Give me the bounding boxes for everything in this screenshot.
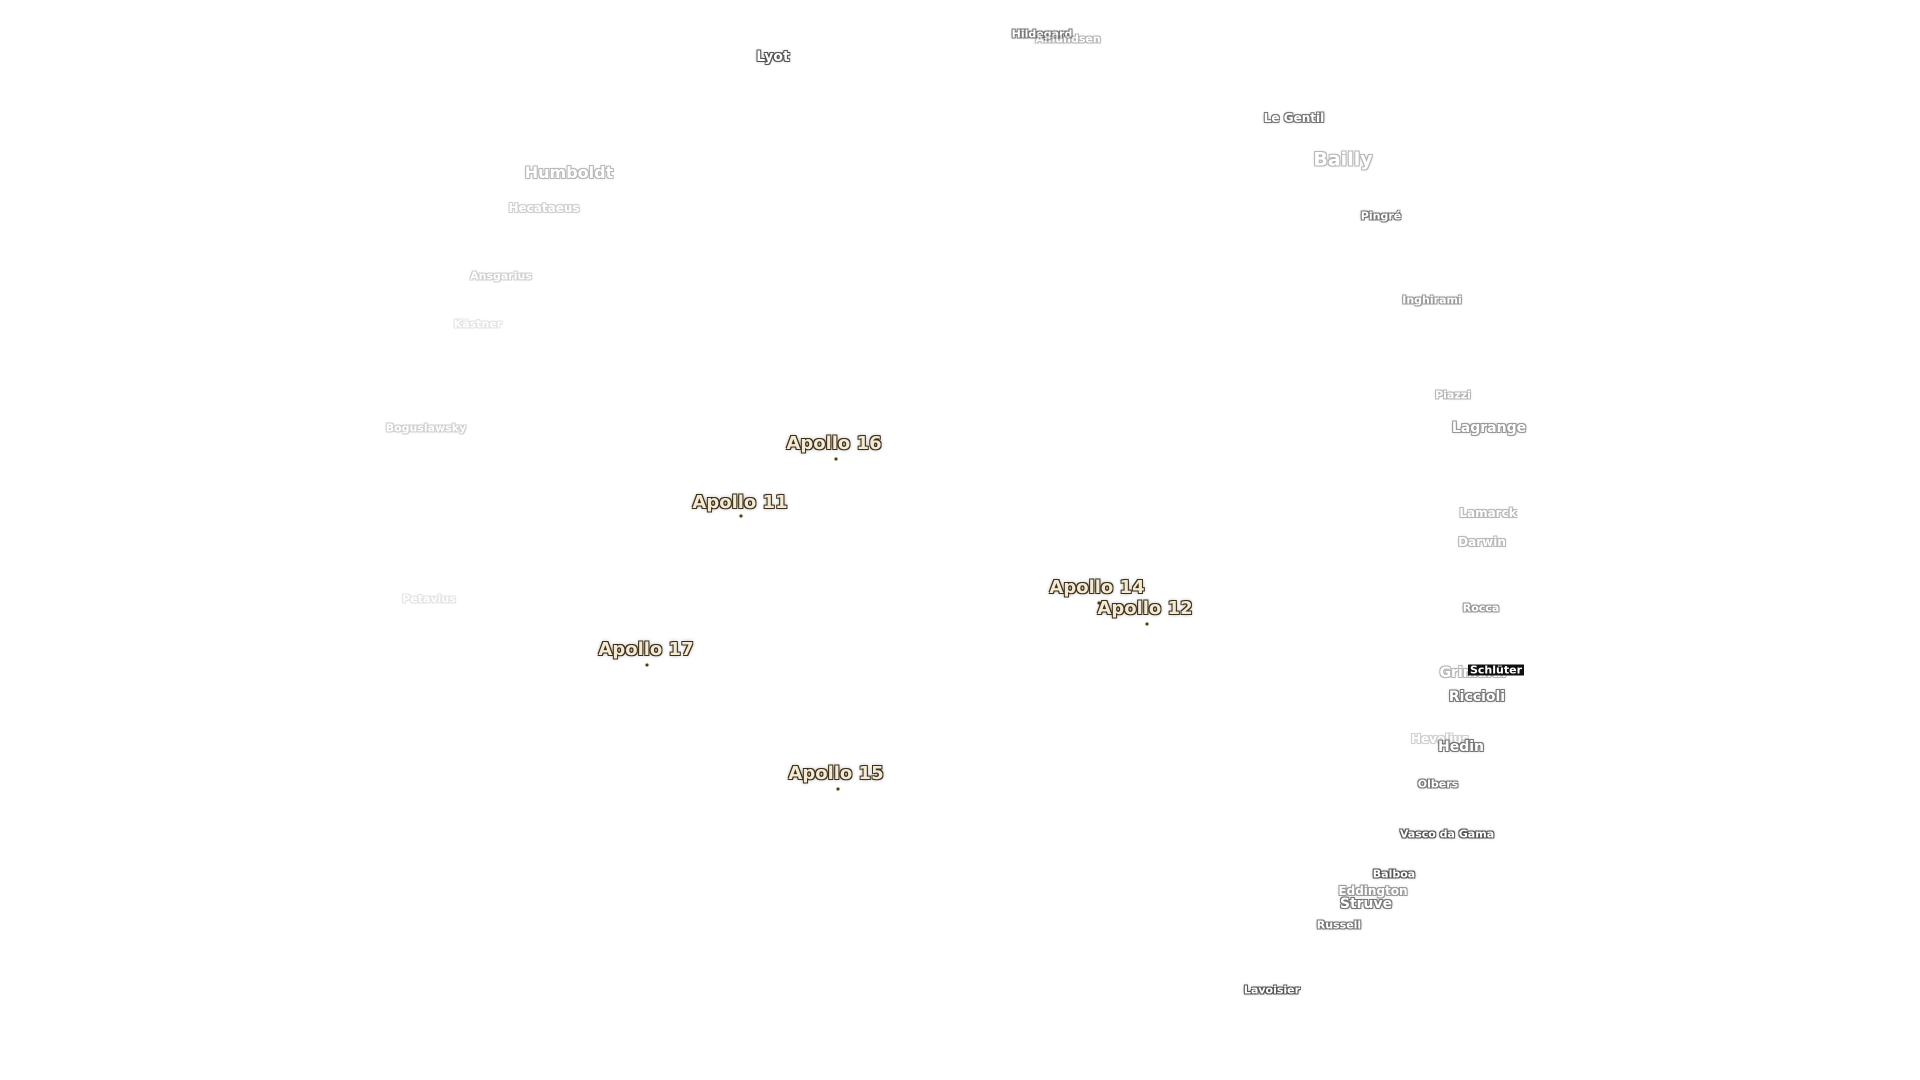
crater-label-russell[interactable]: Russell <box>1316 918 1362 932</box>
apollo-site-marker-14[interactable] <box>1096 600 1102 606</box>
apollo-site-marker-12[interactable] <box>1144 621 1150 627</box>
crater-label-vasco-da-gama[interactable]: Vasco da Gama <box>1399 827 1495 841</box>
apollo-site-marker-16[interactable] <box>833 456 839 462</box>
crater-label-ansgarius[interactable]: Ansgarius <box>470 269 532 283</box>
crater-label-amundsen[interactable]: Amundsen <box>1035 32 1101 46</box>
crater-label-balboa[interactable]: Balboa <box>1372 867 1416 881</box>
crater-label-lyot[interactable]: Lyot <box>756 49 790 65</box>
crater-label-hedin[interactable]: Hedin <box>1438 739 1484 755</box>
apollo-site-label-15[interactable]: Apollo 15 <box>788 763 884 784</box>
crater-label-petavius[interactable]: Petavius <box>402 592 456 606</box>
crater-label-lamarck[interactable]: Lamarck <box>1459 506 1517 520</box>
crater-label-pingre[interactable]: Pingré <box>1360 209 1402 223</box>
apollo-site-label-14[interactable]: Apollo 14 <box>1049 577 1145 598</box>
crater-label-riccioli[interactable]: Riccioli <box>1448 689 1506 705</box>
crater-label-struve[interactable]: Struve <box>1339 896 1393 912</box>
crater-label-boguslawsky[interactable]: Boguslawsky <box>385 421 467 435</box>
crater-label-kastner[interactable]: Kästner <box>453 317 503 331</box>
crater-label-schluter[interactable]: Schlüter <box>1467 663 1525 677</box>
crater-label-inghirami[interactable]: Inghirami <box>1402 293 1462 307</box>
crater-label-hevelius[interactable]: Hevelius <box>1410 732 1470 746</box>
crater-label-lagrange[interactable]: Lagrange <box>1451 420 1527 436</box>
crater-label-humboldt[interactable]: Humboldt <box>524 163 614 182</box>
crater-label-hildegard[interactable]: Hildegard <box>1011 27 1073 41</box>
apollo-site-marker-15[interactable] <box>835 786 841 792</box>
crater-label-le-gentil[interactable]: Le Gentil <box>1263 111 1325 125</box>
crater-label-bailly[interactable]: Bailly <box>1313 148 1373 171</box>
apollo-site-label-11[interactable]: Apollo 11 <box>692 492 788 513</box>
crater-label-eddington[interactable]: Eddington <box>1338 884 1408 898</box>
crater-label-darwin[interactable]: Darwin <box>1458 535 1506 549</box>
crater-label-rocca[interactable]: Rocca <box>1462 601 1500 615</box>
apollo-site-label-16[interactable]: Apollo 16 <box>786 433 882 454</box>
crater-label-olbers[interactable]: Olbers <box>1417 777 1459 791</box>
apollo-site-label-17[interactable]: Apollo 17 <box>598 639 694 660</box>
apollo-site-marker-17[interactable] <box>644 662 650 668</box>
apollo-site-label-12[interactable]: Apollo 12 <box>1097 598 1193 619</box>
crater-label-lavoisier[interactable]: Lavoisier <box>1243 983 1301 997</box>
crater-label-piazzi[interactable]: Piazzi <box>1435 388 1471 402</box>
apollo-site-marker-11[interactable] <box>738 513 744 519</box>
crater-label-hecataeus[interactable]: Hecataeus <box>508 201 580 215</box>
